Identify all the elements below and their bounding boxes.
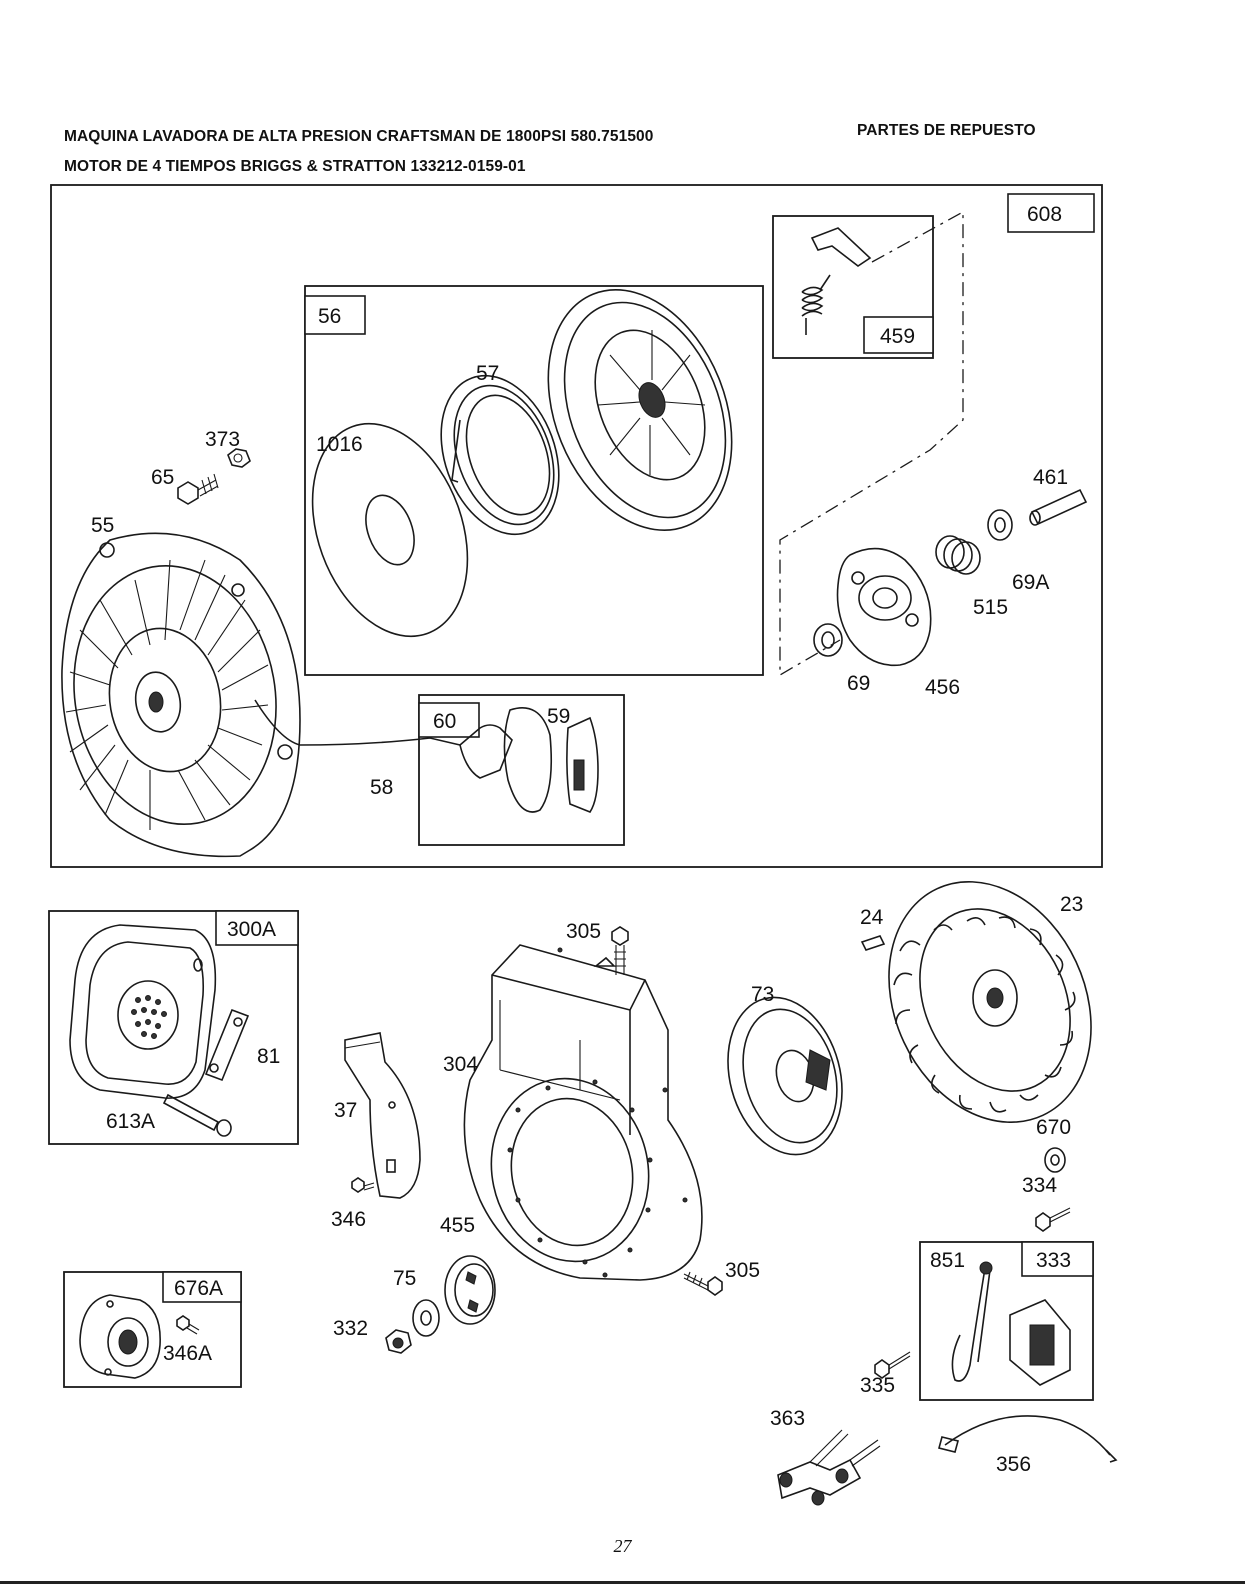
part-label-455: 455: [440, 1214, 475, 1237]
armature-333: [952, 1262, 1070, 1385]
washer-69: [814, 624, 842, 656]
part-label-81: 81: [257, 1045, 280, 1068]
assembly-459-tag: 459: [880, 325, 915, 348]
part-label-23: 23: [1060, 893, 1083, 916]
part-label-305-top: 305: [566, 920, 601, 943]
ignition-section: 333 670 334 851 335 363 356: [770, 1116, 1116, 1505]
part-label-332: 332: [333, 1317, 368, 1340]
part-label-75: 75: [393, 1267, 416, 1290]
part-label-334: 334: [1022, 1174, 1057, 1197]
part-label-346A: 346A: [163, 1342, 212, 1365]
muffler-stud-613A: [164, 1095, 231, 1136]
part-label-69: 69: [847, 672, 870, 695]
flywheel-key-24: [862, 936, 884, 950]
part-label-65: 65: [151, 466, 174, 489]
part-label-335: 335: [860, 1374, 895, 1397]
starter-pulley: [514, 262, 765, 557]
blower-housing-55: [54, 533, 300, 856]
bracket-363: [778, 1430, 880, 1505]
nut-373: [228, 449, 250, 467]
muffler: [70, 925, 215, 1098]
part-label-37: 37: [334, 1099, 357, 1122]
screw-346: [352, 1178, 374, 1192]
part-label-73: 73: [751, 983, 774, 1006]
bolt-305-side: [684, 1272, 722, 1295]
part-label-58: 58: [370, 776, 393, 799]
washer-75: [413, 1300, 439, 1336]
screw-334: [1036, 1208, 1070, 1231]
assembly-608-tag: 608: [1027, 203, 1062, 226]
part-label-373: 373: [205, 428, 240, 451]
spring-515: [936, 536, 980, 574]
part-label-613A: 613A: [106, 1110, 155, 1133]
spacer-670: [1045, 1148, 1065, 1172]
part-label-356: 356: [996, 1453, 1031, 1476]
part-label-305-side: 305: [725, 1259, 760, 1282]
bolt-65: [178, 474, 218, 504]
nut-332: [386, 1330, 411, 1353]
page-number: 27: [0, 1536, 1245, 1557]
bolt-305-top: [612, 927, 628, 975]
assembly-60-tag: 60: [433, 710, 456, 733]
blower-housing-304: [464, 945, 702, 1280]
part-label-304: 304: [443, 1053, 478, 1076]
pawl-retainer-456: [838, 549, 931, 666]
muffler-adapter: [80, 1295, 160, 1378]
part-label-346: 346: [331, 1208, 366, 1231]
rewind-spring-57: [420, 359, 579, 551]
part-label-456: 456: [925, 676, 960, 699]
rotating-screen-73: [711, 984, 859, 1167]
blower-section: 305 304 37 346 455 75 332 305: [331, 920, 760, 1353]
pawl-and-spring: [802, 228, 870, 335]
assembly-56-tag: 56: [318, 305, 341, 328]
assembly-333-tag: 333: [1036, 1249, 1071, 1272]
assembly-300A-tag: 300A: [227, 918, 276, 941]
pin-461: [1030, 490, 1086, 525]
bolt-346A: [177, 1316, 199, 1334]
rewind-starter-section: 608 459 56: [51, 185, 1102, 867]
handle-insert-59: [567, 718, 598, 812]
muffler-section: 300A 81 613A: [49, 911, 298, 1144]
washer-69A: [988, 510, 1012, 540]
assembly-56-frame: [305, 286, 763, 675]
bottom-rule: [0, 1581, 1245, 1584]
part-label-1016: 1016: [316, 433, 363, 456]
part-label-24: 24: [860, 906, 884, 929]
part-label-461: 461: [1033, 466, 1068, 489]
part-label-670: 670: [1036, 1116, 1071, 1139]
leader-dashed-459-456: [780, 212, 963, 675]
assembly-676A-tag: 676A: [174, 1277, 223, 1300]
part-label-59: 59: [547, 705, 570, 728]
muffler-guard-81: [206, 1010, 248, 1080]
part-label-55: 55: [91, 514, 114, 537]
part-label-69A: 69A: [1012, 571, 1049, 594]
part-label-57: 57: [476, 362, 499, 385]
part-label-851: 851: [930, 1249, 965, 1272]
flywheel-23: [851, 849, 1129, 1156]
part-label-363: 363: [770, 1407, 805, 1430]
muffler-adapter-section: 676A 346A: [64, 1272, 241, 1387]
screen-retainer-455: [445, 1256, 495, 1324]
part-label-515: 515: [973, 596, 1008, 619]
